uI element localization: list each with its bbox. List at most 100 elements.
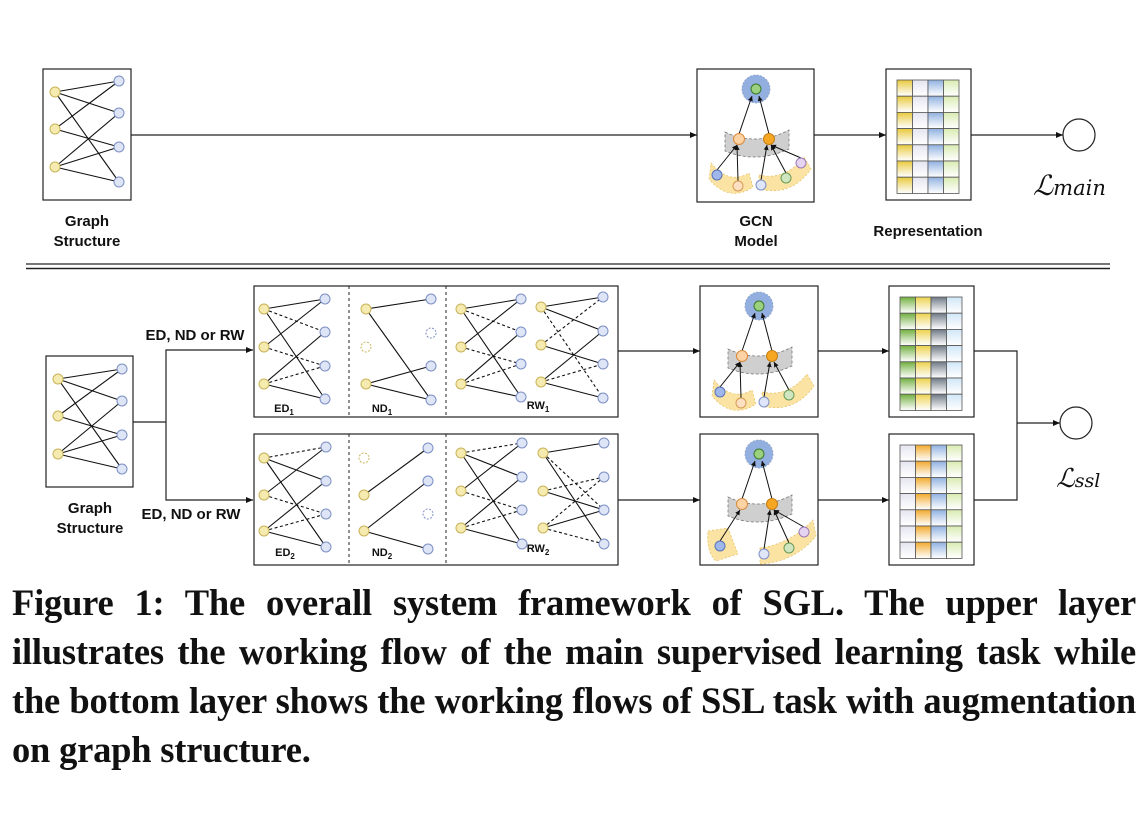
embedding-cell [946, 393, 963, 411]
edge [57, 378, 123, 402]
message-arrow [741, 460, 756, 500]
user-node [535, 301, 547, 313]
loss-ssl-node [1059, 406, 1093, 440]
edge [263, 308, 326, 400]
edge [263, 331, 326, 385]
embedding-cell [943, 95, 960, 113]
embedding-cell [899, 444, 916, 462]
dropped-edge [263, 446, 327, 459]
user-node [52, 373, 64, 385]
embedding-cell [899, 377, 916, 395]
message-arrow [773, 509, 805, 528]
embedding-cell [915, 493, 932, 511]
embedding-cell [896, 144, 913, 162]
embedding-cell [896, 160, 913, 178]
nd2-label: ND2 [372, 547, 393, 561]
user-node [49, 86, 61, 98]
embedding-cell [946, 509, 963, 527]
edge [540, 306, 604, 332]
edge [57, 434, 123, 455]
message-arrow [760, 144, 769, 181]
representation-label: Representation [873, 223, 982, 240]
edge [54, 166, 120, 183]
user-node [52, 410, 64, 422]
embedding-cell [915, 444, 932, 462]
embedding-cell [915, 541, 932, 559]
edge [54, 80, 120, 130]
embedding-cell [899, 509, 916, 527]
neighbor-node [758, 396, 770, 408]
edge [542, 442, 605, 454]
edge [54, 91, 120, 183]
edge [460, 383, 522, 398]
edge [460, 452, 523, 545]
edge [363, 447, 429, 496]
neighbor-node [758, 548, 770, 560]
message-arrow [741, 312, 756, 352]
edge [542, 452, 605, 545]
dropped-edge [540, 296, 604, 346]
embedding-cell [896, 176, 913, 194]
embedding-cell [899, 541, 916, 559]
target-node [753, 300, 765, 312]
user-node [360, 303, 372, 315]
message-arrow [737, 361, 743, 399]
edge [363, 530, 429, 550]
graph-structure-label-2: Structure [54, 233, 121, 250]
item-node [116, 395, 128, 407]
graph-structure-label: Graph [65, 213, 109, 230]
embedding-cell [915, 509, 932, 527]
message-arrow [738, 95, 753, 135]
edge [363, 480, 429, 532]
neighbor-node [714, 540, 726, 552]
edge [460, 298, 522, 310]
embedding-cell [915, 296, 932, 314]
embedding-cell [930, 509, 947, 527]
user-node [535, 339, 547, 351]
user-node [258, 303, 270, 315]
user-node [537, 522, 549, 534]
neighbor-node [711, 169, 723, 181]
item-node [116, 429, 128, 441]
neighbor-node [783, 542, 795, 554]
embedding-cell [930, 296, 947, 314]
item-node [116, 463, 128, 475]
embedding-cell [912, 144, 929, 162]
embedding-cell [899, 393, 916, 411]
merge-connector [974, 350, 1018, 501]
message-arrow [763, 361, 772, 398]
graph-structure-label-ssl-2: Structure [57, 520, 124, 537]
edge [57, 415, 123, 436]
item-node [320, 441, 332, 453]
item-node [113, 107, 125, 119]
augmented-view-2-box [253, 433, 619, 566]
edge [263, 530, 327, 548]
embedding-cell [912, 128, 929, 146]
item-node [425, 360, 437, 372]
neighbor-node [780, 172, 792, 184]
embedding-cell [930, 345, 947, 363]
embedding-cell [930, 460, 947, 478]
item-node [113, 176, 125, 188]
message-arrow [760, 312, 773, 352]
embedding-cell [946, 377, 963, 395]
hidden-node [763, 133, 775, 145]
user-node [358, 489, 370, 501]
embedding-cell [896, 79, 913, 97]
dropped-user-node [360, 341, 372, 353]
branch-arrow-bottom [165, 422, 253, 503]
user-node [455, 522, 467, 534]
dropped-edge [542, 452, 605, 511]
user-node [258, 378, 270, 390]
embedding-cell [896, 112, 913, 130]
message-arrow [757, 95, 770, 135]
embedding-cell [943, 128, 960, 146]
rw1-label: RW1 [527, 400, 550, 414]
augmented-view-1 [258, 291, 609, 406]
edge [263, 457, 327, 482]
item-node [422, 442, 434, 454]
embedding-cell [899, 361, 916, 379]
user-node [537, 447, 549, 459]
neighbor-node [755, 179, 767, 191]
user-node [455, 485, 467, 497]
